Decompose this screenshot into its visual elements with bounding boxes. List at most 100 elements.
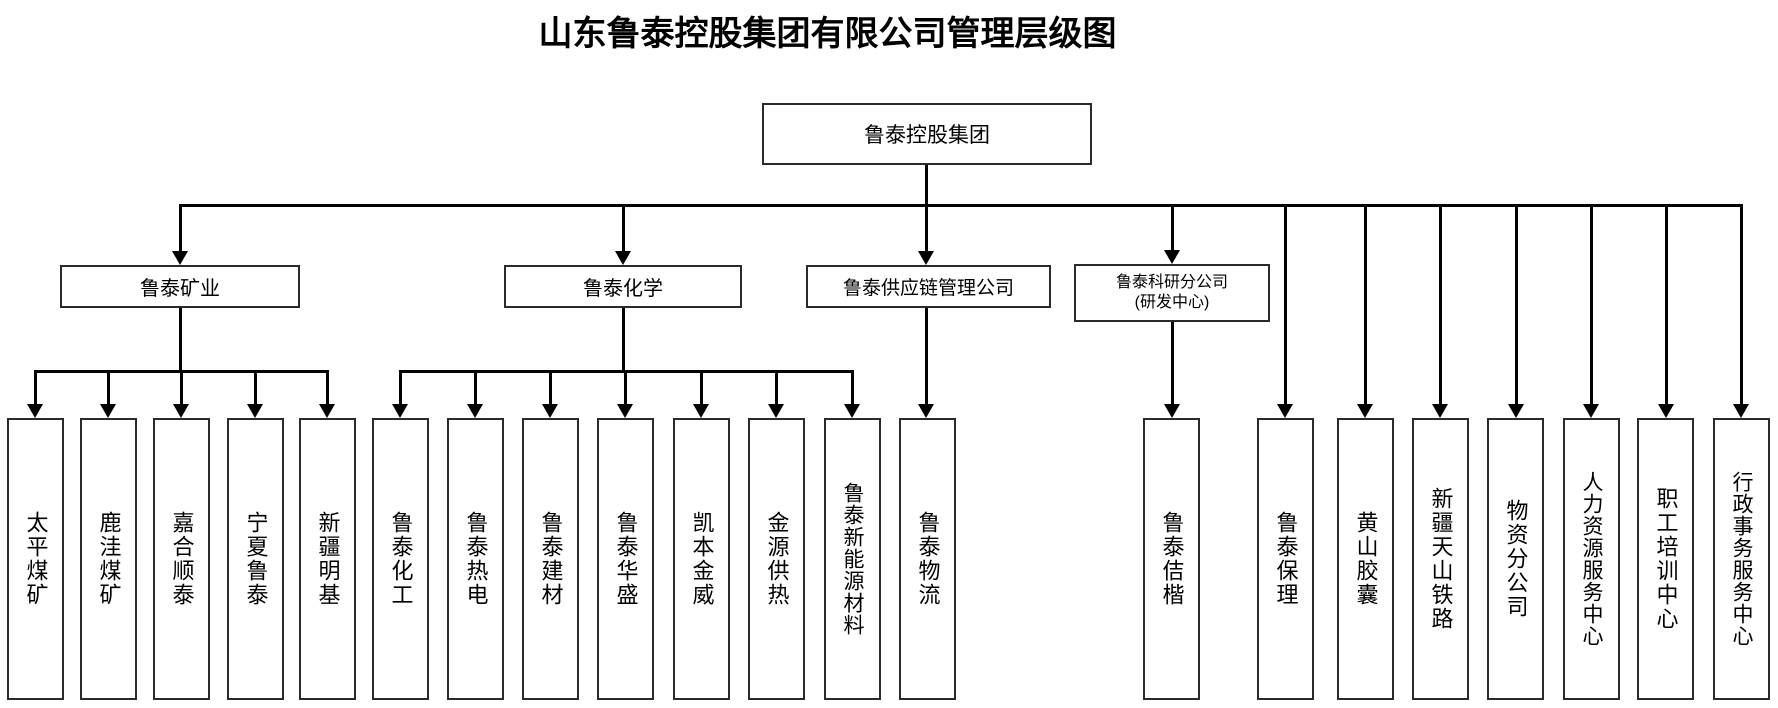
node-xinjiang-tianshan-railway[interactable]: 新疆天山铁路	[1412, 418, 1469, 700]
node-lutai-factoring[interactable]: 鲁泰保理	[1257, 418, 1314, 700]
arrow-direct-1	[1357, 404, 1373, 418]
connector-chem-c0	[399, 370, 402, 404]
node-lutai-logistics[interactable]: 鲁泰物流	[899, 418, 956, 700]
leaf-label: 新疆明基	[315, 511, 341, 607]
node-lutai-thermal[interactable]: 鲁泰热电	[447, 418, 504, 700]
node-xinjiang-mingji[interactable]: 新疆明基	[299, 418, 356, 700]
connector-direct-2	[1439, 204, 1442, 404]
leaf-label: 鹿洼煤矿	[96, 511, 122, 607]
leaf-label: 鲁泰新能源材料	[841, 482, 864, 636]
leaf-label: 金源供热	[764, 511, 790, 607]
arrow-direct-6	[1733, 404, 1749, 418]
arrow-mining-c3	[247, 404, 263, 418]
node-chemical[interactable]: 鲁泰化学	[504, 265, 742, 308]
node-lutai-jiekai[interactable]: 鲁泰佶楷	[1143, 418, 1200, 700]
node-mining[interactable]: 鲁泰矿业	[60, 265, 300, 308]
node-huangshan-capsule[interactable]: 黄山胶囊	[1337, 418, 1394, 700]
connector-mining-c0	[34, 370, 37, 404]
connector-direct-3	[1515, 204, 1518, 404]
leaf-label: 鲁泰化工	[388, 511, 414, 607]
connector-drop-supply	[925, 204, 928, 251]
leaf-label: 鲁泰建材	[538, 511, 564, 607]
connector-chem-c5	[775, 370, 778, 404]
connector-supply-child	[925, 308, 928, 404]
node-jiahe-shuntai[interactable]: 嘉合顺泰	[153, 418, 210, 700]
node-taiping-coal[interactable]: 太平煤矿	[7, 418, 64, 700]
arrow-mining	[172, 251, 188, 265]
leaf-label: 鲁泰保理	[1273, 511, 1299, 607]
arrow-direct-5	[1658, 404, 1674, 418]
connector-direct-5	[1665, 204, 1668, 404]
node-ningxia-lutai[interactable]: 宁夏鲁泰	[227, 418, 284, 700]
connector-main-rail	[180, 204, 1743, 207]
connector-direct-1	[1364, 204, 1367, 404]
node-supply-chain-label: 鲁泰供应链管理公司	[842, 278, 1014, 299]
connector-direct-4	[1590, 204, 1593, 404]
page-title: 山东鲁泰控股集团有限公司管理层级图	[538, 16, 1117, 53]
connector-direct-6	[1740, 204, 1743, 404]
leaf-label: 新疆天山铁路	[1428, 487, 1454, 631]
node-materials-branch[interactable]: 物资分公司	[1487, 418, 1544, 700]
leaf-label: 鲁泰华盛	[613, 511, 639, 607]
leaf-label: 鲁泰佶楷	[1159, 511, 1185, 607]
node-lutai-building-materials[interactable]: 鲁泰建材	[522, 418, 579, 700]
leaf-label: 凯本金威	[689, 511, 715, 607]
node-mining-label: 鲁泰矿业	[140, 278, 220, 300]
node-lutai-huasheng[interactable]: 鲁泰华盛	[597, 418, 654, 700]
node-luwa-coal[interactable]: 鹿洼煤矿	[80, 418, 137, 700]
leaf-label: 黄山胶囊	[1353, 511, 1379, 607]
arrow-direct-3	[1508, 404, 1524, 418]
connector-mining-c2	[180, 370, 183, 404]
arrow-chem-c0	[392, 404, 408, 418]
connector-direct-0	[1284, 204, 1287, 404]
node-lutai-new-energy[interactable]: 鲁泰新能源材料	[824, 418, 881, 700]
connector-chem-c2	[549, 370, 552, 404]
leaf-label: 行政事务服务中心	[1730, 471, 1753, 647]
connector-mining-c3	[254, 370, 257, 404]
leaf-label: 宁夏鲁泰	[243, 511, 269, 607]
arrow-supply-child	[918, 404, 934, 418]
arrow-direct-2	[1432, 404, 1448, 418]
connector-drop-research	[1171, 204, 1174, 250]
connector-drop-mining	[179, 204, 182, 251]
arrow-chemical	[615, 251, 631, 265]
node-supply-chain[interactable]: 鲁泰供应链管理公司	[806, 265, 1051, 308]
connector-mining-branch-drop	[179, 308, 182, 373]
node-admin-affairs-center[interactable]: 行政事务服务中心	[1713, 418, 1770, 700]
node-kaiben-jinwei[interactable]: 凯本金威	[673, 418, 730, 700]
arrow-chem-c4	[693, 404, 709, 418]
node-staff-training-center[interactable]: 职工培训中心	[1637, 418, 1694, 700]
arrow-chem-c6	[844, 404, 860, 418]
leaf-label: 鲁泰热电	[463, 511, 489, 607]
arrow-chem-c5	[768, 404, 784, 418]
node-lutai-chemical-eng[interactable]: 鲁泰化工	[372, 418, 429, 700]
connector-chem-c3	[624, 370, 627, 404]
arrow-direct-0	[1277, 404, 1293, 418]
arrow-chem-c1	[467, 404, 483, 418]
leaf-label: 人力资源服务中心	[1580, 471, 1603, 647]
leaf-label: 太平煤矿	[23, 511, 49, 607]
node-root-label: 鲁泰控股集团	[864, 124, 990, 147]
arrow-direct-4	[1583, 404, 1599, 418]
leaf-label: 鲁泰物流	[915, 511, 941, 607]
arrow-chem-c3	[617, 404, 633, 418]
node-jinyuan-heating[interactable]: 金源供热	[748, 418, 805, 700]
arrow-research-child	[1164, 404, 1180, 418]
connector-mining-c1	[107, 370, 110, 404]
connector-chem-c4	[700, 370, 703, 404]
connector-research-child	[1171, 322, 1174, 404]
node-hr-service-center[interactable]: 人力资源服务中心	[1563, 418, 1620, 700]
arrow-chem-c2	[542, 404, 558, 418]
leaf-label: 物资分公司	[1503, 499, 1529, 619]
connector-chem-c1	[474, 370, 477, 404]
leaf-label: 嘉合顺泰	[169, 511, 195, 607]
arrow-mining-c2	[173, 404, 189, 418]
leaf-label: 职工培训中心	[1653, 487, 1679, 631]
node-root[interactable]: 鲁泰控股集团	[762, 103, 1092, 165]
arrow-supply	[918, 251, 934, 265]
node-chemical-label: 鲁泰化学	[583, 278, 663, 300]
node-research[interactable]: 鲁泰科研分公司 (研发中心)	[1074, 264, 1270, 322]
arrow-mining-c0	[27, 404, 43, 418]
connector-chemical-branch-drop	[622, 308, 625, 373]
